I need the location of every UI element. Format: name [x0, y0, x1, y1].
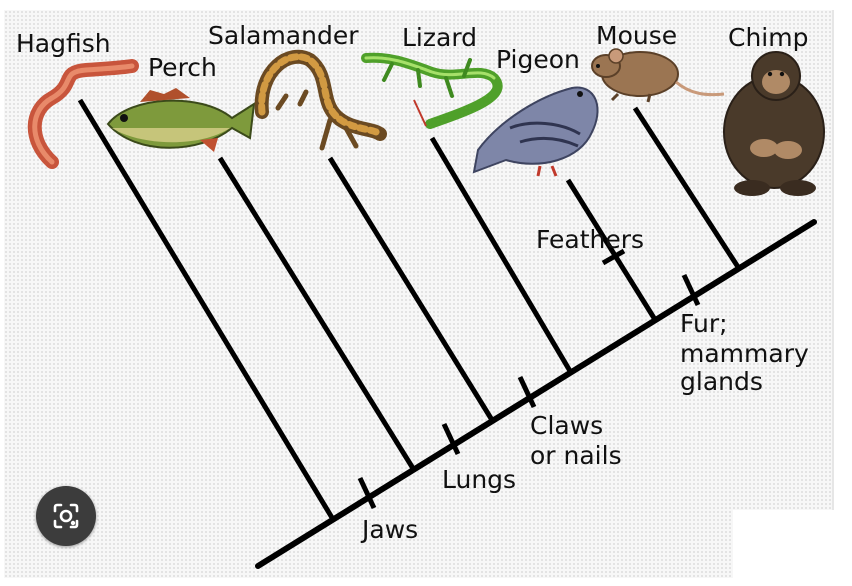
character-label-fur-line1: Fur; [680, 309, 728, 338]
lens-camera-icon [53, 503, 79, 529]
character-label-claws-line1: Claws [530, 411, 603, 440]
character-label-jaws: Jaws [360, 515, 418, 544]
character-label-claws-line2: or nails [530, 441, 622, 470]
mouse-illustration [591, 48, 725, 103]
hagfish-illustration [27, 59, 139, 169]
perch-illustration [106, 88, 256, 152]
tick-claws [517, 375, 537, 409]
salamander-illustration [254, 49, 387, 151]
branch-perch [217, 156, 417, 472]
character-label-fur-line2: mammary [680, 339, 809, 368]
taxon-label-perch: Perch [148, 53, 217, 82]
character-label-lungs: Lungs [442, 465, 516, 494]
taxon-label-pigeon: Pigeon [496, 45, 580, 74]
branch-hagfish [77, 98, 337, 523]
tick-fur [681, 273, 701, 307]
taxon-label-lizard: Lizard [402, 23, 477, 52]
tick-jaws [357, 476, 377, 510]
branch-pigeon [565, 178, 657, 320]
trunk-line [255, 219, 817, 569]
taxon-label-salamander: Salamander [208, 21, 359, 50]
taxon-label-chimp: Chimp [728, 23, 808, 52]
lizard-illustration [361, 52, 503, 129]
branch-lizard [429, 136, 573, 373]
branch-mouse-chimp [632, 106, 741, 269]
pigeon-illustration [472, 86, 599, 177]
chimp-illustration [723, 51, 825, 196]
taxon-label-hagfish: Hagfish [16, 29, 111, 58]
character-label-fur-line3: glands [680, 367, 763, 396]
tick-feathers [601, 248, 626, 266]
blank-corner [733, 510, 852, 586]
branch-salamander [327, 156, 495, 422]
visual-search-button[interactable] [36, 486, 96, 546]
taxon-label-mouse: Mouse [596, 21, 677, 50]
character-label-feathers: Feathers [536, 225, 644, 254]
tick-lungs [441, 422, 461, 456]
